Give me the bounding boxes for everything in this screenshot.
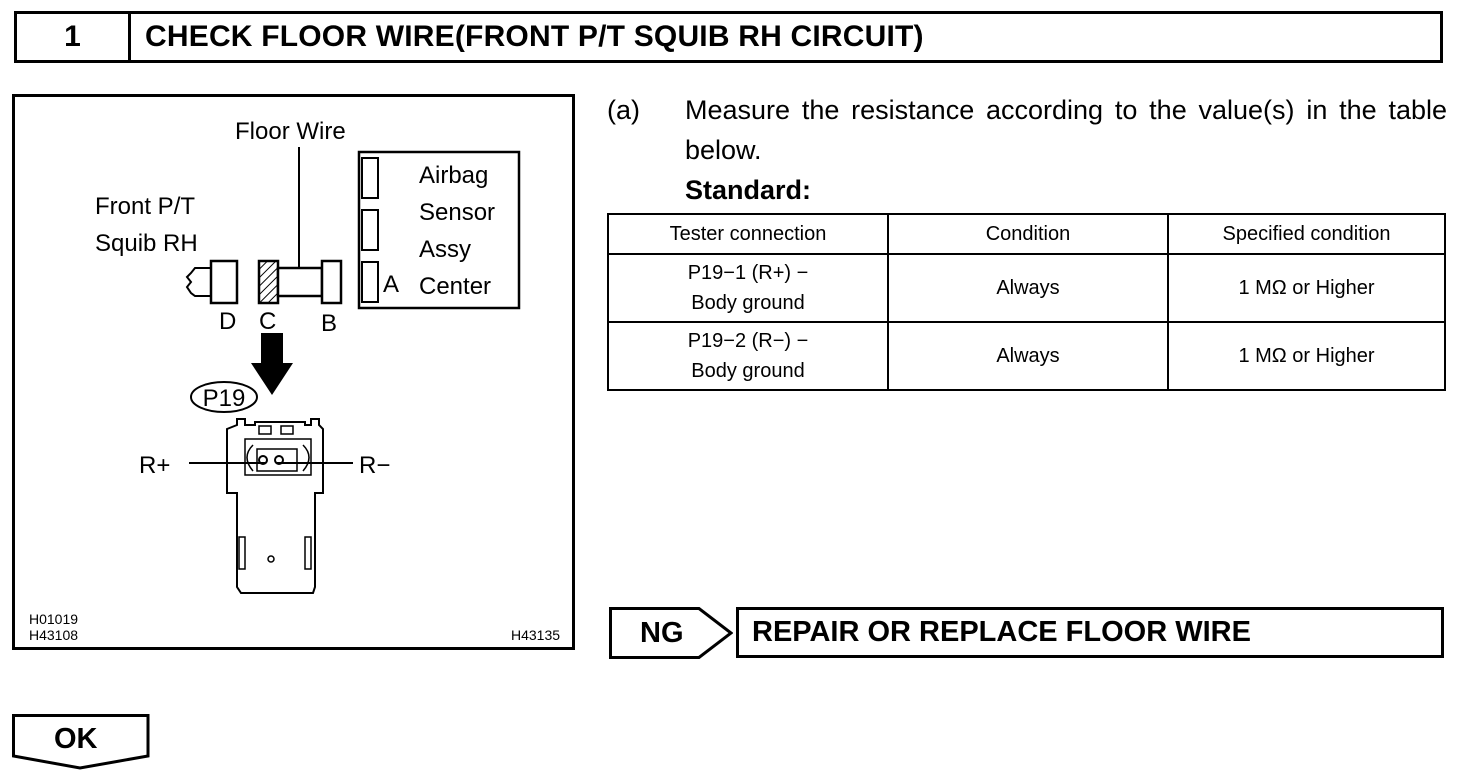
r-plus-label: R+	[139, 452, 170, 479]
connector-hole	[267, 555, 275, 563]
sensor-terminal-1	[361, 157, 379, 199]
connector-bracket-right	[302, 444, 310, 472]
sensor-label-4: Center	[419, 273, 491, 300]
tester-connection-line2: Body ground	[691, 292, 805, 314]
label-d: D	[219, 308, 236, 335]
ng-label: NG	[640, 617, 684, 649]
sensor-label-3: Assy	[419, 236, 471, 263]
table-row: P19−2 (R−) − Body ground Always 1 MΩ or H…	[607, 321, 1446, 391]
sensor-label-2: Sensor	[419, 199, 495, 226]
squib-plug-outline	[185, 267, 211, 297]
tester-connection-cell: P19−2 (R−) − Body ground	[607, 321, 889, 391]
header-tester-connection: Tester connection	[607, 213, 889, 255]
label-c: C	[259, 308, 276, 335]
connector-face	[226, 418, 324, 594]
label-a: A	[383, 271, 399, 298]
figure-code-2: H43108	[29, 627, 78, 643]
condition-cell: Always	[887, 321, 1169, 391]
wiring-figure: Floor Wire A Airbag Sensor Assy Center F…	[12, 94, 575, 650]
sensor-terminal-2	[361, 209, 379, 251]
condition-cell: Always	[887, 253, 1169, 323]
step-number: 1	[17, 14, 131, 60]
connector-latch-right	[280, 425, 294, 435]
ok-label: OK	[54, 723, 98, 755]
connector-b	[320, 259, 343, 305]
specified-condition-cell: 1 MΩ or Higher	[1167, 321, 1446, 391]
spec-table: Tester connection Condition Specified co…	[607, 213, 1446, 391]
sensor-terminal-a	[361, 261, 379, 303]
header-specified-condition: Specified condition	[1167, 213, 1446, 255]
connector-id: P19	[203, 385, 246, 412]
squib-label-1: Front P/T	[95, 193, 195, 220]
table-header-row: Tester connection Condition Specified co…	[607, 213, 1446, 255]
connector-rib-right	[304, 536, 312, 570]
specified-condition-cell: 1 MΩ or Higher	[1167, 253, 1446, 323]
sensor-label-1: Airbag	[419, 162, 488, 189]
ok-tag-icon	[12, 714, 150, 770]
tester-connection-line2: Body ground	[691, 360, 805, 382]
connector-diagram: Floor Wire A Airbag Sensor Assy Center F…	[29, 118, 560, 643]
header-condition: Condition	[887, 213, 1169, 255]
tester-connection-line1: P19−2 (R−) −	[687, 330, 809, 352]
arrow-down-icon	[251, 333, 293, 395]
connector-rib-left	[238, 536, 246, 570]
figure-code-3: H43135	[511, 627, 560, 643]
squib-label-2: Squib RH	[95, 230, 198, 257]
terminal-housing	[256, 448, 298, 472]
connector-latch-left	[258, 425, 272, 435]
connector-bracket-left	[246, 444, 254, 472]
floor-wire-harness	[276, 266, 324, 298]
connector-cavity	[244, 438, 312, 476]
ng-tag-icon	[609, 607, 733, 659]
tester-connection-cell: P19−1 (R+) − Body ground	[607, 253, 889, 323]
step-title: CHECK FLOOR WIRE(FRONT P/T SQUIB RH CIRC…	[145, 20, 924, 53]
figure-code-1: H01019	[29, 611, 78, 627]
connector-id-ellipse	[190, 381, 258, 413]
ng-action: REPAIR OR REPLACE FLOOR WIRE	[736, 607, 1444, 658]
airbag-sensor-box	[357, 150, 521, 310]
step-header: 1 CHECK FLOOR WIRE(FRONT P/T SQUIB RH CI…	[14, 11, 1443, 63]
standard-label: Standard:	[685, 175, 812, 205]
r-minus-label: R−	[359, 452, 390, 479]
instruction-letter: (a)	[607, 95, 640, 125]
tester-connection-line1: P19−1 (R+) −	[687, 262, 809, 284]
connector-c	[257, 259, 280, 305]
label-b: B	[321, 310, 337, 337]
floor-wire-label: Floor Wire	[235, 118, 346, 145]
instruction-text: Measure the resistance according to the …	[685, 95, 1447, 165]
connector-d	[209, 259, 239, 305]
table-row: P19−1 (R+) − Body ground Always 1 MΩ or H…	[607, 253, 1446, 323]
